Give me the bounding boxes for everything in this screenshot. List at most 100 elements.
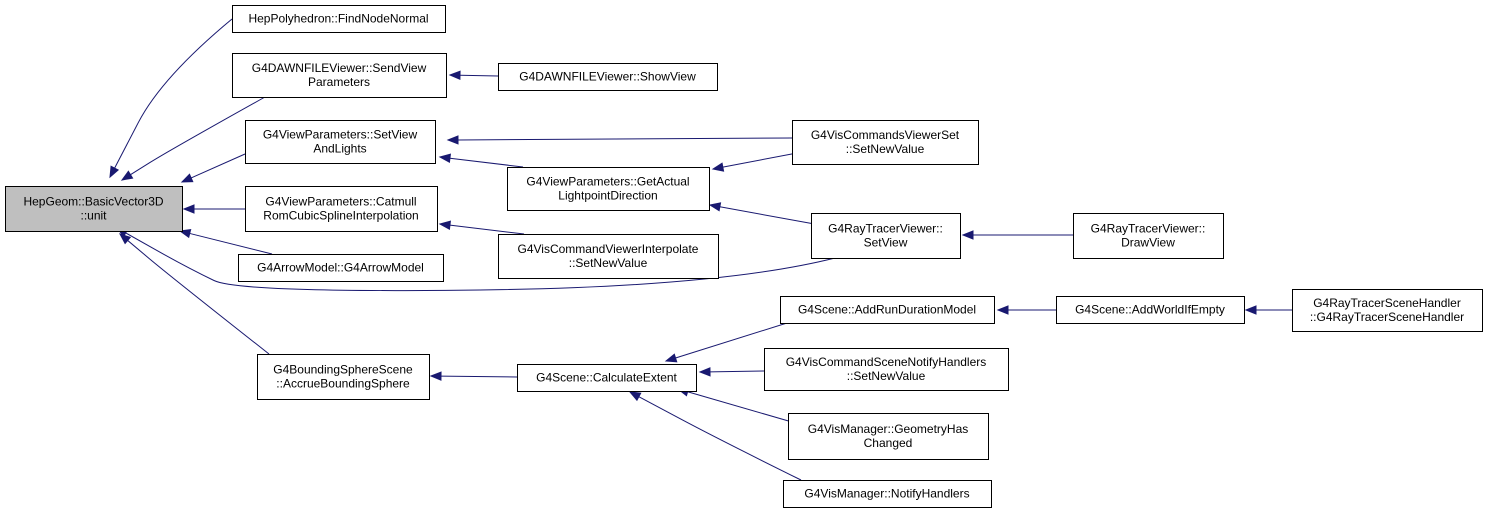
node-box: [245, 186, 438, 232]
node-dawnshowview[interactable]: G4DAWNFILEViewer::ShowView: [498, 63, 718, 91]
node-label-line: G4VisManager::NotifyHandlers: [804, 487, 969, 501]
edge-line: [719, 206, 821, 226]
edge-arrowmodel-to-unit: [178, 228, 273, 255]
node-label-line: ::SetNewValue: [846, 142, 925, 156]
node-box: [1056, 296, 1245, 324]
node-label-line: G4DAWNFILEViewer::ShowView: [519, 70, 696, 84]
node-box: [257, 354, 430, 400]
edges-layer: [109, 18, 1292, 481]
arrowhead: [698, 367, 711, 377]
edge-catmull-to-unit: [182, 204, 245, 214]
node-label-line: Parameters: [308, 75, 370, 89]
node-rtsetview[interactable]: G4RayTracerViewer::SetView: [811, 213, 961, 259]
node-rtscenehandler[interactable]: G4RayTracerSceneHandler::G4RayTracerScen…: [1292, 289, 1483, 332]
arrowhead: [429, 371, 442, 381]
node-box: [238, 254, 444, 282]
node-label-line: SetView: [864, 236, 908, 250]
node-arrowmodel[interactable]: G4ArrowModel::G4ArrowModel: [238, 254, 444, 282]
node-label-line: Changed: [864, 436, 913, 450]
edge-sendviewparams-to-unit: [120, 96, 266, 181]
arrowhead: [628, 391, 642, 402]
edge-geomchanged-to-calcextent: [676, 387, 793, 423]
node-notifyhandlers[interactable]: G4VisManager::NotifyHandlers: [783, 480, 992, 508]
node-box: [232, 53, 447, 98]
node-addworld[interactable]: G4Scene::AddWorldIfEmpty: [1056, 296, 1245, 324]
node-label-line: ::SetNewValue: [847, 369, 926, 383]
node-box: [783, 480, 992, 508]
node-box: [788, 413, 989, 460]
edge-drawview-to-rtsetview: [961, 230, 1073, 240]
edge-addrun-to-calcextent: [664, 322, 788, 363]
arrowhead: [961, 230, 974, 240]
node-addrun[interactable]: G4Scene::AddRunDurationModel: [780, 296, 995, 324]
node-label-line: ::unit: [80, 209, 107, 223]
edge-line: [457, 137, 793, 141]
node-calcextent[interactable]: G4Scene::CalculateExtent: [517, 364, 697, 392]
node-box: [792, 120, 979, 165]
edge-scenenotify-to-calcextent: [698, 367, 765, 377]
node-label-line: G4Scene::AddWorldIfEmpty: [1075, 303, 1225, 317]
arrowhead: [109, 165, 120, 179]
edge-line: [189, 232, 273, 255]
node-label-line: G4VisManager::GeometryHas: [808, 422, 969, 436]
nodes-layer: HepGeom::BasicVector3D::unit HepPolyhedro…: [5, 5, 1483, 508]
node-label-line: G4ViewParameters::SetView: [263, 128, 418, 142]
node-box: [498, 234, 719, 279]
edge-line: [722, 152, 798, 168]
edge-line: [127, 240, 270, 355]
edge-notifyhandlers-to-calcextent: [628, 391, 802, 481]
node-label-line: LightpointDirection: [558, 189, 657, 203]
node-box: [498, 63, 718, 91]
node-label-line: DrawView: [1121, 236, 1175, 250]
node-box: [780, 296, 995, 324]
node-box: [517, 364, 697, 392]
node-viewerset[interactable]: G4VisCommandsViewerSet::SetNewValue: [792, 120, 979, 165]
node-label-line: ::G4RayTracerSceneHandler: [1310, 310, 1464, 324]
edge-interpolate-to-catmull: [438, 220, 525, 235]
edge-line: [675, 322, 788, 359]
node-label-line: G4VisCommandViewerInterpolate: [518, 242, 699, 256]
edge-findnodenormal-to-unit: [109, 18, 233, 179]
node-drawview[interactable]: G4RayTracerViewer::DrawView: [1073, 213, 1224, 259]
edge-getactual-to-setviewandlights: [438, 153, 524, 168]
node-box: [1073, 213, 1224, 259]
node-box: [232, 5, 446, 33]
node-box: [5, 186, 183, 232]
node-label-line: G4Scene::AddRunDurationModel: [798, 303, 976, 317]
edge-addworld-to-addrun: [996, 305, 1056, 315]
edge-dawnshowview-to-sendviewparams: [448, 70, 499, 80]
arrowhead: [120, 170, 134, 181]
edge-line: [125, 232, 836, 292]
arrowhead: [438, 153, 451, 163]
node-label-line: G4RayTracerSceneHandler: [1313, 296, 1461, 310]
arrowhead: [711, 162, 725, 172]
edge-line: [687, 391, 793, 423]
edge-line: [638, 396, 802, 481]
node-bsphere[interactable]: G4BoundingSphereScene::AccrueBoundingSph…: [257, 354, 430, 400]
edge-setviewandlights-to-unit: [180, 153, 246, 183]
node-box: [245, 120, 436, 164]
node-catmull[interactable]: G4ViewParameters::CatmullRomCubicSplineI…: [245, 186, 438, 232]
edge-line: [190, 153, 246, 179]
node-interpolate[interactable]: G4VisCommandViewerInterpolate::SetNewVal…: [498, 234, 719, 279]
edge-line: [449, 157, 524, 168]
arrowhead: [664, 353, 678, 363]
node-label-line: ::AccrueBoundingSphere: [276, 377, 410, 391]
node-scenenotify[interactable]: G4VisCommandSceneNotifyHandlers::SetNewV…: [764, 348, 1009, 391]
node-unit[interactable]: HepGeom::BasicVector3D::unit: [5, 186, 183, 232]
edge-line: [114, 18, 233, 169]
edge-viewerset-to-setviewandlights: [446, 135, 793, 145]
node-label-line: G4ViewParameters::GetActual: [526, 175, 689, 189]
edge-rtsetview-to-getactual: [708, 202, 821, 226]
edge-line: [449, 224, 525, 235]
node-label-line: G4DAWNFILEViewer::SendView: [252, 61, 427, 75]
arrowhead: [438, 220, 451, 230]
node-findnodenormal[interactable]: HepPolyhedron::FindNodeNormal: [232, 5, 446, 33]
node-getactual[interactable]: G4ViewParameters::GetActualLightpointDir…: [507, 167, 710, 211]
edge-line: [459, 74, 499, 77]
edge-viewerset-to-getactual: [711, 152, 798, 172]
